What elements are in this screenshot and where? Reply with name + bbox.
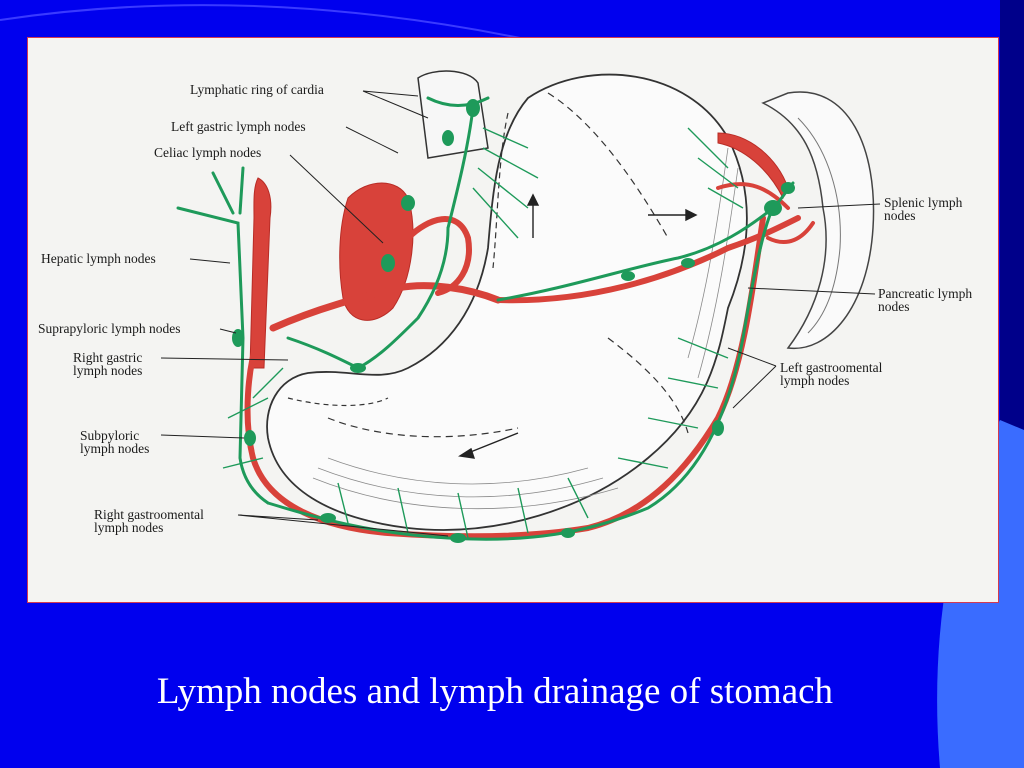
label-left-gastroomental-lymph-nodes: Left gastroomental lymph nodes (780, 360, 883, 388)
label-suprapyloric-lymph-nodes: Suprapyloric lymph nodes (38, 321, 181, 336)
label-splenic-lymph-nodes: Splenic lymph nodes (884, 195, 963, 223)
label-pancreatic-lymph-nodes: Pancreatic lymph nodes (878, 286, 973, 314)
label-hepatic-lymph-nodes: Hepatic lymph nodes (41, 251, 156, 266)
stomach-lymph-figure: Lymphatic ring of cardia Left gastric ly… (27, 37, 999, 603)
spleen-shape (761, 91, 875, 350)
common-hepatic-artery (269, 282, 502, 332)
label-left-gastric-lymph-nodes: Left gastric lymph nodes (171, 119, 306, 134)
label-celiac-lymph-nodes: Celiac lymph nodes (154, 145, 262, 160)
label-subpyloric-lymph-nodes: Subpyloric lymph nodes (80, 428, 150, 456)
label-lymphatic-ring-of-cardia: Lymphatic ring of cardia (190, 82, 324, 97)
slide-title: Lymph nodes and lymph drainage of stomac… (156, 671, 834, 712)
stomach-illustration (160, 70, 881, 543)
label-right-gastroomental-lymph-nodes: Right gastroomental lymph nodes (94, 507, 204, 535)
hepatic-lymph-duct (176, 206, 270, 505)
label-right-gastric-lymph-nodes: Right gastric lymph nodes (73, 350, 143, 378)
